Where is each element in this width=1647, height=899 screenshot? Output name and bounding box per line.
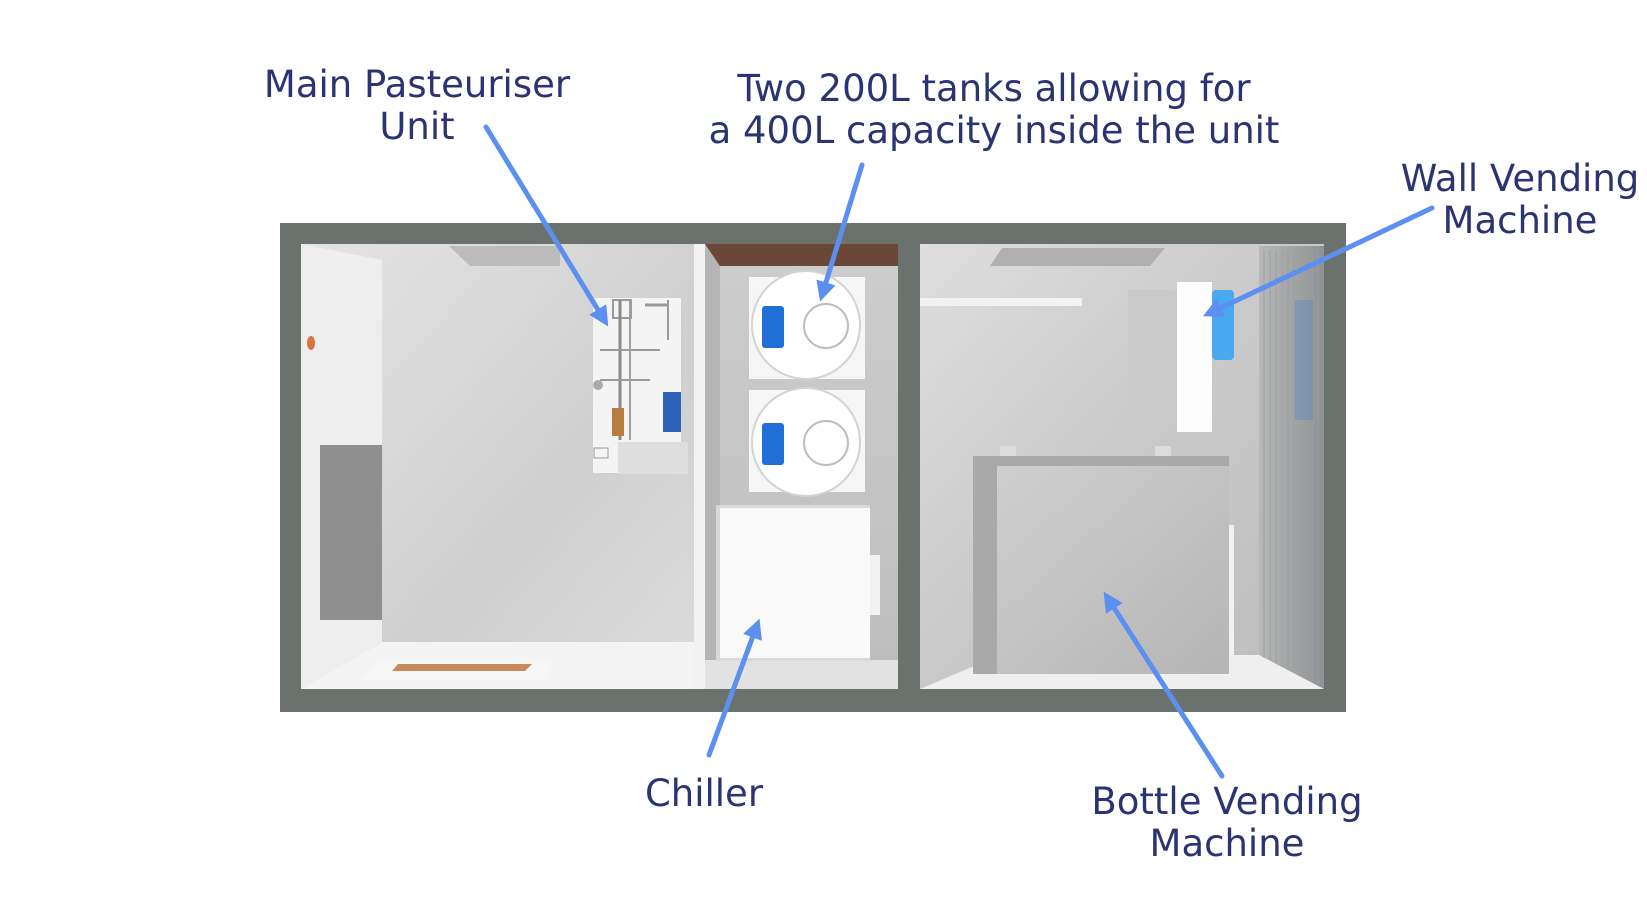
label-wall-vending: Wall Vending Machine: [1395, 158, 1645, 242]
label-chiller-line1: Chiller: [644, 772, 764, 815]
arrow-tanks: [816, 162, 865, 302]
label-bottle-vending-line1: Bottle Vending: [1091, 780, 1363, 823]
arrow-bottle-vending: [1103, 591, 1225, 779]
floor-tray: [363, 660, 553, 680]
arrow-pasteuriser: [483, 124, 609, 327]
tank-1-fitting: [762, 306, 784, 348]
tank-2: [749, 387, 865, 497]
label-bottle-vending-line2: Machine: [1149, 822, 1305, 865]
callout-arrows: [483, 124, 1435, 779]
partition-wall: [694, 244, 705, 689]
arrow-wall-vending: [1202, 205, 1435, 317]
arrow-chiller: [706, 618, 762, 758]
partition-wall-2: [898, 244, 920, 689]
pasteuriser-unit: [593, 298, 688, 474]
label-main-pasteuriser: Main Pasteuriser Unit: [252, 64, 582, 148]
tank-2-fitting: [762, 423, 784, 465]
label-chiller: Chiller: [619, 773, 789, 815]
label-main-pasteuriser-line1: Main Pasteuriser: [263, 63, 571, 106]
label-tanks-line1: Two 200L tanks allowing for: [737, 67, 1251, 110]
label-wall-vending-line2: Machine: [1442, 199, 1598, 242]
label-tanks: Two 200L tanks allowing for a 400L capac…: [684, 68, 1304, 152]
tank-1: [749, 270, 865, 380]
label-bottle-vending: Bottle Vending Machine: [1077, 781, 1377, 865]
label-main-pasteuriser-line2: Unit: [379, 105, 455, 148]
chiller-unit: [716, 505, 880, 661]
bottle-vending-machine: [973, 446, 1234, 674]
label-tanks-line2: a 400L capacity inside the unit: [708, 109, 1280, 152]
label-wall-vending-line1: Wall Vending: [1400, 157, 1640, 200]
